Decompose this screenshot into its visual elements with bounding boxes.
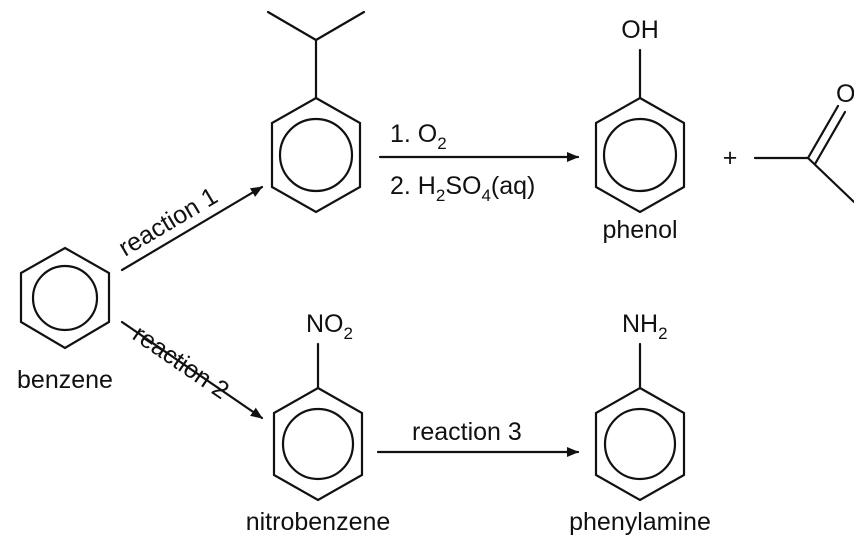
hydroxyl-group: OH [621,16,659,44]
nitrobenzene-label: nitrobenzene [246,508,391,536]
benzene-label: benzene [17,366,113,394]
reaction-3-label: reaction 3 [412,418,522,446]
condition-step-2: 2. H2SO4(aq) [390,172,535,205]
nitro-group: NO2 [306,310,353,343]
plus-sign: + [723,144,738,172]
phenylamine-structure [594,342,686,502]
condition-step-1: 1. O2 [390,120,447,153]
reaction-1-arrow [120,185,264,272]
cumene-structure [266,10,366,214]
reaction-2-arrow [120,320,264,420]
reaction-1-label: reaction 1 [114,182,223,262]
phenol-label: phenol [602,216,677,244]
reaction-2-label: reaction 2 [128,320,234,405]
nitrobenzene-structure [272,342,364,502]
phenylamine-label: phenylamine [569,508,711,536]
phenol-structure [594,48,686,214]
acetone-structure [753,104,854,204]
carbonyl-oxygen: O [836,80,854,108]
amino-group: NH2 [622,310,668,343]
benzene-structure [19,246,111,350]
